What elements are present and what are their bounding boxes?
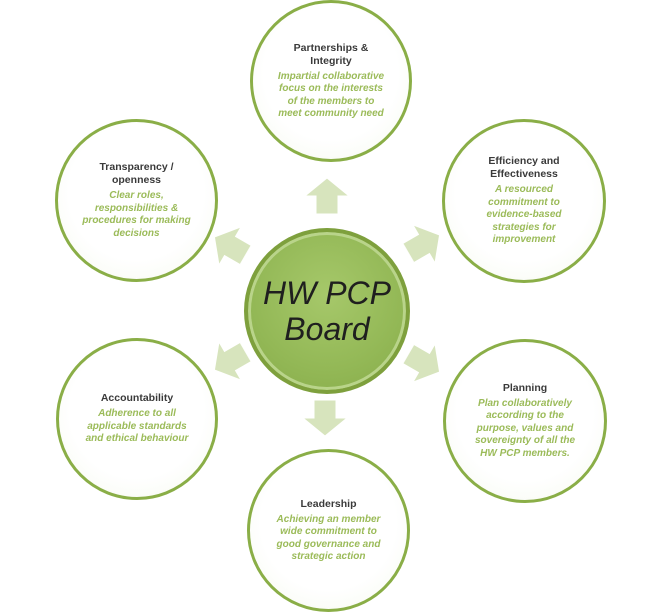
node-planning-body: Plan collaboratively according to the pu…: [474, 397, 576, 459]
arrow-to-planning: [397, 335, 450, 391]
node-transparency-body: Clear roles, responsibilities & procedur…: [82, 190, 191, 239]
arrow-to-accountability: [203, 333, 256, 389]
node-partnerships: Partnerships & Integrity Impartial colla…: [250, 0, 412, 162]
node-partnerships-body: Impartial collaborative focus on the int…: [277, 70, 385, 120]
node-accountability-body: Adherence to all applicable standards an…: [85, 408, 189, 445]
node-leadership-title: Leadership: [300, 497, 357, 510]
center-title-line-1: HW PCP: [263, 275, 391, 311]
node-planning: Planning Plan collaboratively according …: [443, 339, 607, 503]
node-leadership-body: Achieving an member wide commitment to g…: [276, 513, 381, 563]
node-efficiency: Efficiency and Effectiveness A resourced…: [442, 119, 606, 283]
node-leadership: Leadership Achieving an member wide comm…: [247, 449, 410, 612]
node-efficiency-title: Efficiency and Effectiveness: [488, 155, 560, 181]
arrow-up-right-icon: [402, 223, 441, 265]
center-node: HW PCP Board: [244, 228, 410, 394]
node-transparency: Transparency / openness Clear roles, res…: [55, 119, 218, 282]
node-efficiency-body: A resourced commitment to evidence-based…: [486, 184, 562, 246]
node-transparency-title: Transparency / openness: [99, 161, 174, 186]
arrow-down-left-icon: [213, 340, 252, 382]
node-accountability-title: Accountability: [100, 392, 174, 405]
node-accountability: Accountability Adherence to all applicab…: [56, 338, 218, 500]
arrow-to-efficiency: [397, 216, 450, 272]
arrow-to-transparency: [203, 218, 256, 274]
node-partnerships-title: Partnerships & Integrity: [293, 41, 369, 67]
arrow-up-icon: [305, 178, 349, 214]
center-title-line-2: Board: [284, 311, 370, 347]
node-planning-title: Planning: [502, 381, 548, 394]
arrow-to-partnerships: [305, 178, 349, 214]
arrow-to-leadership: [303, 400, 347, 436]
arrow-up-left-icon: [213, 225, 252, 267]
arrow-down-icon: [303, 400, 347, 436]
arrow-down-right-icon: [402, 342, 441, 384]
